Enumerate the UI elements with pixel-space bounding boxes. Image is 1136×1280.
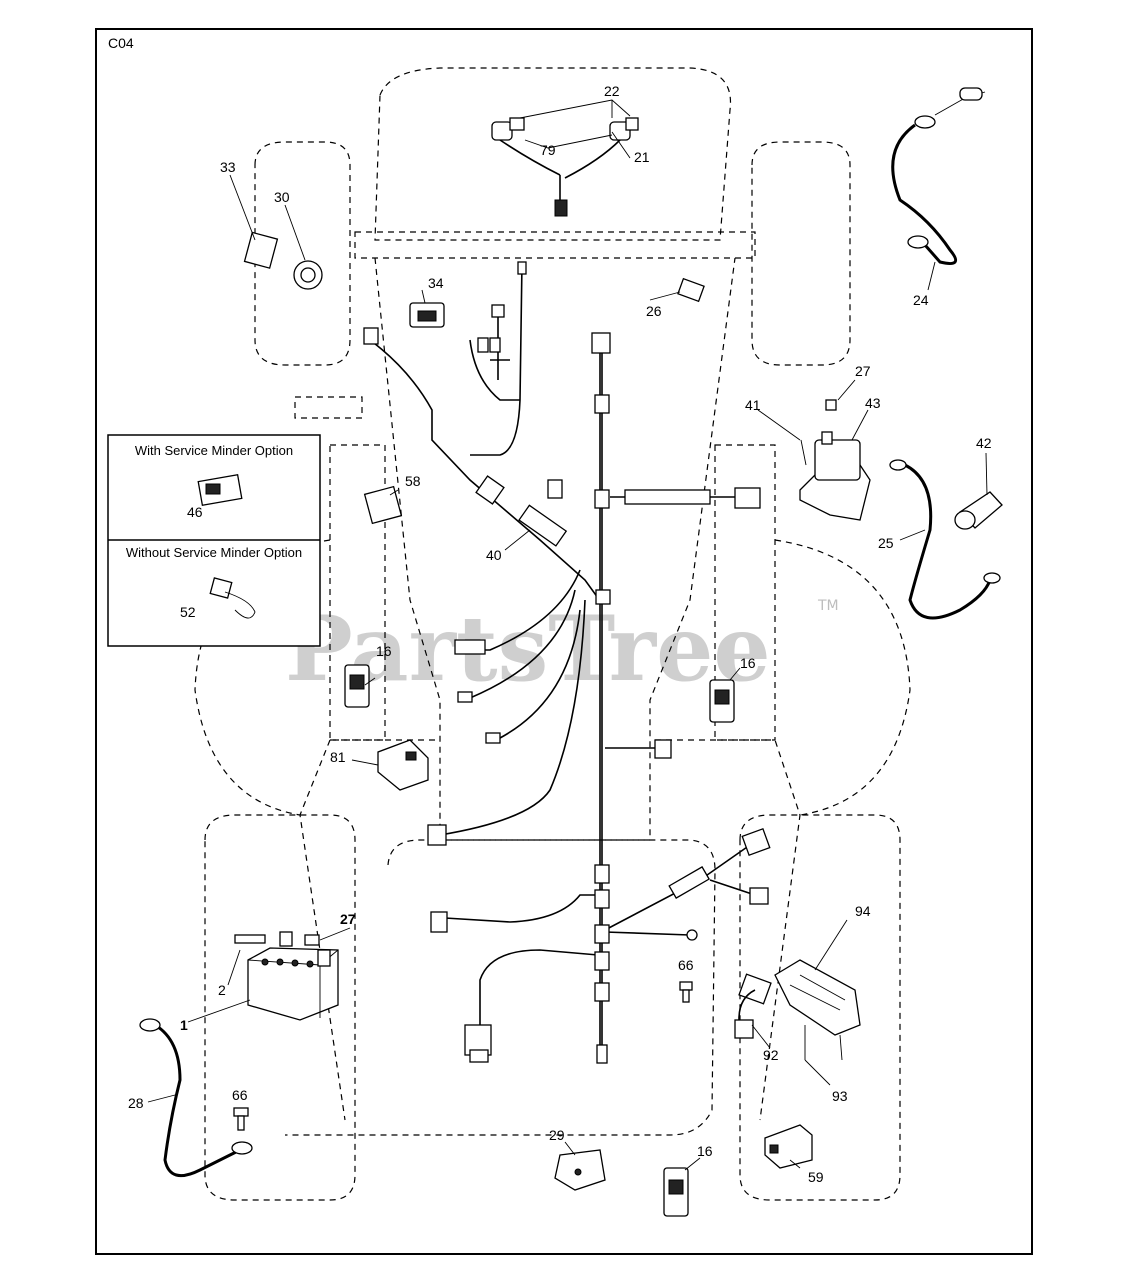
callout-41: 41 <box>745 397 761 413</box>
callout-24: 24 <box>913 292 929 308</box>
part-59 <box>764 1124 813 1169</box>
part-29 <box>554 1149 606 1191</box>
battery <box>234 931 339 1021</box>
right-deck-arc <box>774 539 911 816</box>
part-58 <box>363 485 403 525</box>
callout-16-right: 16 <box>740 655 756 671</box>
battery-cable-24 <box>891 87 986 265</box>
left-fender <box>329 444 386 741</box>
callout-58: 58 <box>405 473 421 489</box>
callout-46: 46 <box>187 504 203 520</box>
callout-40: 40 <box>486 547 502 563</box>
bolt-66 <box>233 981 693 1131</box>
option-title-without: Without Service Minder Option <box>126 545 302 560</box>
callout-26: 26 <box>646 303 662 319</box>
hood-outline <box>374 67 732 241</box>
callout-2: 2 <box>218 982 226 998</box>
front-right-wheel <box>751 141 851 366</box>
callout-28: 28 <box>128 1095 144 1111</box>
harness-connectors <box>363 261 771 1064</box>
callout-27-solenoid: 27 <box>855 363 871 379</box>
callout-1: 1 <box>180 1017 188 1033</box>
switch-34 <box>409 302 445 328</box>
callout-16-bottom: 16 <box>697 1143 713 1159</box>
relay-81 <box>377 739 429 791</box>
boot-42 <box>954 491 1003 530</box>
front-axle <box>354 231 756 259</box>
cable-25 <box>889 459 1001 620</box>
seat-outline <box>285 839 716 1136</box>
option-title-with: With Service Minder Option <box>135 443 293 458</box>
diagram-code: C04 <box>108 35 134 51</box>
callout-labels: 22 79 21 33 30 24 34 26 27 41 43 42 58 2… <box>128 83 992 1185</box>
callout-22: 22 <box>604 83 620 99</box>
solenoid-43 <box>799 399 871 521</box>
callout-93: 93 <box>832 1088 848 1104</box>
callout-81: 81 <box>330 749 346 765</box>
callout-16-left: 16 <box>376 643 392 659</box>
headlight-assembly <box>491 99 639 217</box>
seat-switch-assembly <box>734 959 861 1061</box>
right-fender <box>714 444 776 741</box>
connector-16 <box>344 664 735 1217</box>
callout-52: 52 <box>180 604 196 620</box>
callout-43: 43 <box>865 395 881 411</box>
callout-21: 21 <box>634 149 650 165</box>
switch-26 <box>677 277 705 303</box>
rear-right-wheel <box>739 814 901 1201</box>
deck-center <box>299 739 801 1121</box>
chassis-outline <box>374 257 736 841</box>
battery-cable-28 <box>139 1018 253 1178</box>
left-bracket <box>294 396 363 419</box>
callout-42: 42 <box>976 435 992 451</box>
diagram-frame <box>95 28 1033 1255</box>
callout-33: 33 <box>220 159 236 175</box>
callout-25: 25 <box>878 535 894 551</box>
callout-94: 94 <box>855 903 871 919</box>
callout-29: 29 <box>549 1127 565 1143</box>
callout-27-battery: 27 <box>340 911 356 927</box>
callout-59: 59 <box>808 1169 824 1185</box>
watermark-trademark: TM <box>817 598 839 614</box>
leader-lines <box>147 174 988 1171</box>
callout-66-left: 66 <box>232 1087 248 1103</box>
callout-34: 34 <box>428 275 444 291</box>
callout-92: 92 <box>763 1047 779 1063</box>
mower-outline <box>194 67 911 1201</box>
service-minder-box: With Service Minder Option Without Servi… <box>107 434 321 647</box>
callout-66-center: 66 <box>678 957 694 973</box>
callout-30: 30 <box>274 189 290 205</box>
ignition-switch <box>243 231 323 290</box>
rear-left-wheel <box>204 814 356 1201</box>
callout-79: 79 <box>540 142 556 158</box>
